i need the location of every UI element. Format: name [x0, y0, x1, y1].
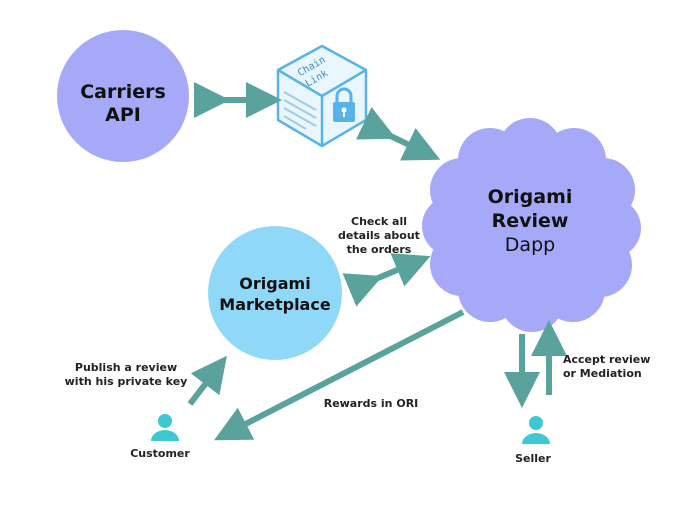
accept-review-annotation: Accept review or Mediation — [563, 353, 650, 380]
marketplace-label-line2: Marketplace — [219, 295, 331, 314]
marketplace-node: Origami Marketplace — [208, 226, 342, 360]
check-orders-line3: the orders — [347, 243, 412, 256]
carriers-api-label-line1: Carriers — [80, 81, 166, 103]
seller-node: Seller — [515, 416, 551, 465]
check-orders-annotation: Check all details about the orders — [338, 215, 420, 256]
check-orders-line2: details about — [338, 229, 420, 242]
arrow-chainlink-dapp — [356, 107, 441, 161]
customer-node: Customer — [130, 414, 190, 460]
review-dapp-node: Origami Review Dapp — [422, 118, 641, 332]
arrow-marketplace-dapp — [342, 253, 431, 307]
publish-review-annotation: Publish a review with his private key — [65, 361, 188, 388]
check-orders-line1: Check all — [351, 215, 407, 228]
review-dapp-label-line2: Review — [492, 210, 569, 232]
review-dapp-label-line3: Dapp — [505, 234, 555, 256]
chainlink-node: Chain Link — [276, 44, 368, 148]
review-dapp-label-line1: Origami — [488, 186, 573, 208]
marketplace-label-line1: Origami — [239, 274, 310, 293]
arrow-dapp-customer — [213, 309, 465, 441]
seller-label: Seller — [515, 452, 551, 465]
publish-review-line2: with his private key — [65, 375, 188, 388]
seller-person-icon — [522, 416, 550, 444]
customer-person-icon — [151, 414, 179, 441]
cube-lock-icon — [276, 44, 368, 148]
publish-review-line1: Publish a review — [75, 361, 177, 374]
accept-review-line2: or Mediation — [563, 367, 642, 380]
arrow-customer-marketplace — [187, 355, 227, 406]
rewards-annotation: Rewards in ORI — [324, 397, 419, 410]
carriers-api-label-line2: API — [105, 104, 141, 126]
customer-label: Customer — [130, 447, 190, 460]
carriers-api-node: Carriers API — [57, 30, 189, 162]
accept-review-line1: Accept review — [563, 353, 650, 366]
